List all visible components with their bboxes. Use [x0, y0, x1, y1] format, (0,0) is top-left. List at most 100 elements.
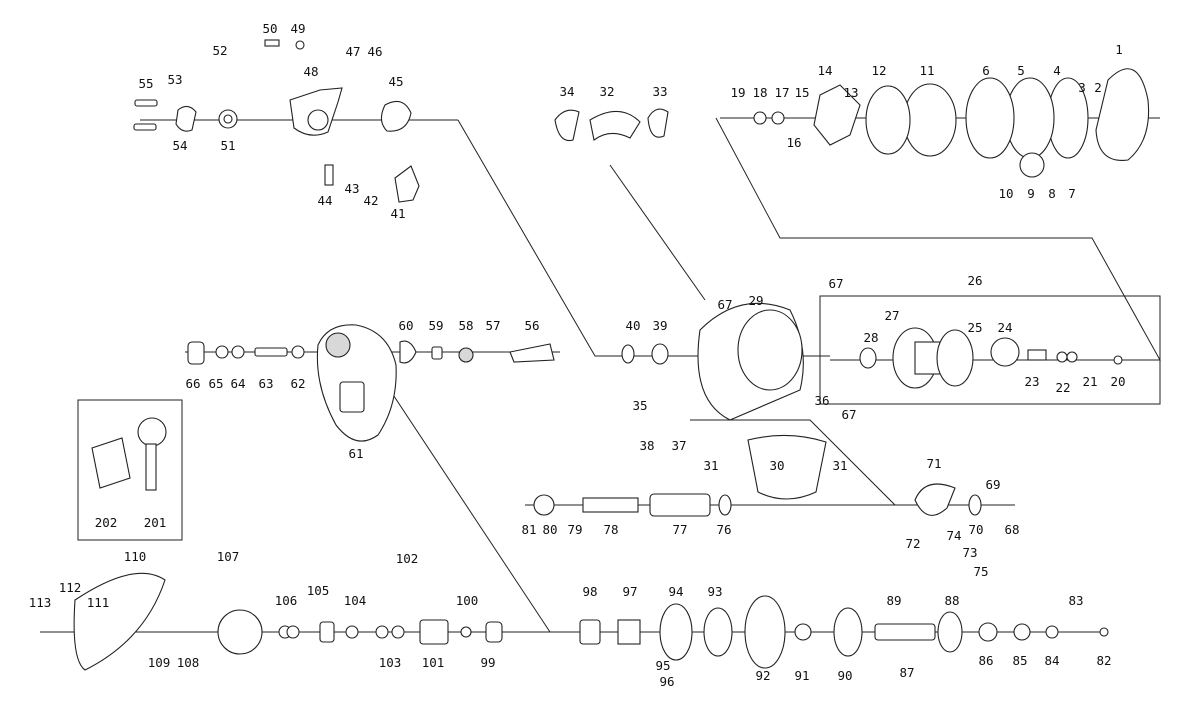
- callout-67c: 67: [841, 407, 856, 422]
- callout-64: 64: [230, 376, 245, 391]
- callout-106: 106: [275, 593, 298, 608]
- callout-107: 107: [217, 549, 240, 564]
- callout-9: 9: [1027, 186, 1035, 201]
- callout-48: 48: [303, 64, 318, 79]
- callout-68: 68: [1004, 522, 1019, 537]
- callout-97: 97: [622, 584, 637, 599]
- callout-73: 73: [962, 545, 977, 560]
- callout-83: 83: [1068, 593, 1083, 608]
- callout-22: 22: [1055, 380, 1070, 395]
- callout-110: 110: [124, 549, 147, 564]
- callout-11: 11: [919, 63, 934, 78]
- callout-40: 40: [625, 318, 640, 333]
- callout-51: 51: [220, 138, 235, 153]
- callout-12: 12: [871, 63, 886, 78]
- callout-92: 92: [755, 668, 770, 683]
- callout-85: 85: [1012, 653, 1027, 668]
- callout-43: 43: [344, 181, 359, 196]
- callout-61: 61: [348, 446, 363, 461]
- callout-24: 24: [997, 320, 1012, 335]
- callout-35: 35: [632, 398, 647, 413]
- callout-39: 39: [652, 318, 667, 333]
- callout-78: 78: [603, 522, 618, 537]
- callout-13: 13: [843, 85, 858, 100]
- callout-15: 15: [794, 85, 809, 100]
- callout-6: 6: [982, 63, 990, 78]
- callout-8: 8: [1048, 186, 1056, 201]
- callout-82: 82: [1096, 653, 1111, 668]
- callout-55: 55: [138, 76, 153, 91]
- callout-41: 41: [390, 206, 405, 221]
- callout-98: 98: [582, 584, 597, 599]
- callout-99: 99: [480, 655, 495, 670]
- callout-65: 65: [208, 376, 223, 391]
- callout-69: 69: [985, 477, 1000, 492]
- callout-113: 113: [29, 595, 52, 610]
- part-drawings: [73, 39, 1150, 671]
- callout-2: 2: [1094, 80, 1102, 95]
- callout-93: 93: [707, 584, 722, 599]
- callout-30: 30: [769, 458, 784, 473]
- callout-79: 79: [567, 522, 582, 537]
- callout-32: 32: [599, 84, 614, 99]
- callout-50: 50: [262, 21, 277, 36]
- callout-60: 60: [398, 318, 413, 333]
- callout-18: 18: [752, 85, 767, 100]
- callout-42: 42: [363, 193, 378, 208]
- callout-3: 3: [1078, 80, 1086, 95]
- callout-44: 44: [317, 193, 332, 208]
- callout-76: 76: [716, 522, 731, 537]
- callout-91: 91: [794, 668, 809, 683]
- callout-109: 109: [148, 655, 171, 670]
- callout-47: 47: [345, 44, 360, 59]
- callout-104: 104: [344, 593, 367, 608]
- callout-63: 63: [258, 376, 273, 391]
- callout-95: 95: [655, 658, 670, 673]
- callout-7: 7: [1068, 186, 1076, 201]
- callout-77: 77: [672, 522, 687, 537]
- callout-71: 71: [926, 456, 941, 471]
- callout-26: 26: [967, 273, 982, 288]
- callout-94: 94: [668, 584, 683, 599]
- callout-74: 74: [946, 528, 961, 543]
- callout-4: 4: [1053, 63, 1061, 78]
- callout-19: 19: [730, 85, 745, 100]
- callout-1: 1: [1115, 42, 1123, 57]
- callout-202: 202: [95, 515, 118, 530]
- callout-103: 103: [379, 655, 402, 670]
- callout-81: 81: [521, 522, 536, 537]
- callout-23: 23: [1024, 374, 1039, 389]
- callout-67b: 67: [828, 276, 843, 291]
- callout-10: 10: [998, 186, 1013, 201]
- callout-36: 36: [814, 393, 829, 408]
- callout-66: 66: [185, 376, 200, 391]
- callout-100: 100: [456, 593, 479, 608]
- callout-62: 62: [290, 376, 305, 391]
- callout-58: 58: [458, 318, 473, 333]
- callout-labels: 1 2 3 4 5 6 7 8 9 10 11 12 13 14 15 16 1…: [29, 21, 1126, 689]
- callout-33: 33: [652, 84, 667, 99]
- callout-101: 101: [422, 655, 445, 670]
- callout-49: 49: [290, 21, 305, 36]
- callout-75: 75: [973, 564, 988, 579]
- callout-31a: 31: [703, 458, 718, 473]
- callout-201: 201: [144, 515, 167, 530]
- callout-17: 17: [774, 85, 789, 100]
- callout-111: 111: [87, 595, 110, 610]
- callout-70: 70: [968, 522, 983, 537]
- callout-84: 84: [1044, 653, 1059, 668]
- callout-89: 89: [886, 593, 901, 608]
- callout-20: 20: [1110, 374, 1125, 389]
- callout-72: 72: [905, 536, 920, 551]
- callout-37: 37: [671, 438, 686, 453]
- callout-45: 45: [388, 74, 403, 89]
- callout-86: 86: [978, 653, 993, 668]
- callout-16: 16: [786, 135, 801, 150]
- callout-29: 29: [748, 293, 763, 308]
- callout-21: 21: [1082, 374, 1097, 389]
- callout-90: 90: [837, 668, 852, 683]
- callout-112: 112: [59, 580, 82, 595]
- callout-46: 46: [367, 44, 382, 59]
- callout-27: 27: [884, 308, 899, 323]
